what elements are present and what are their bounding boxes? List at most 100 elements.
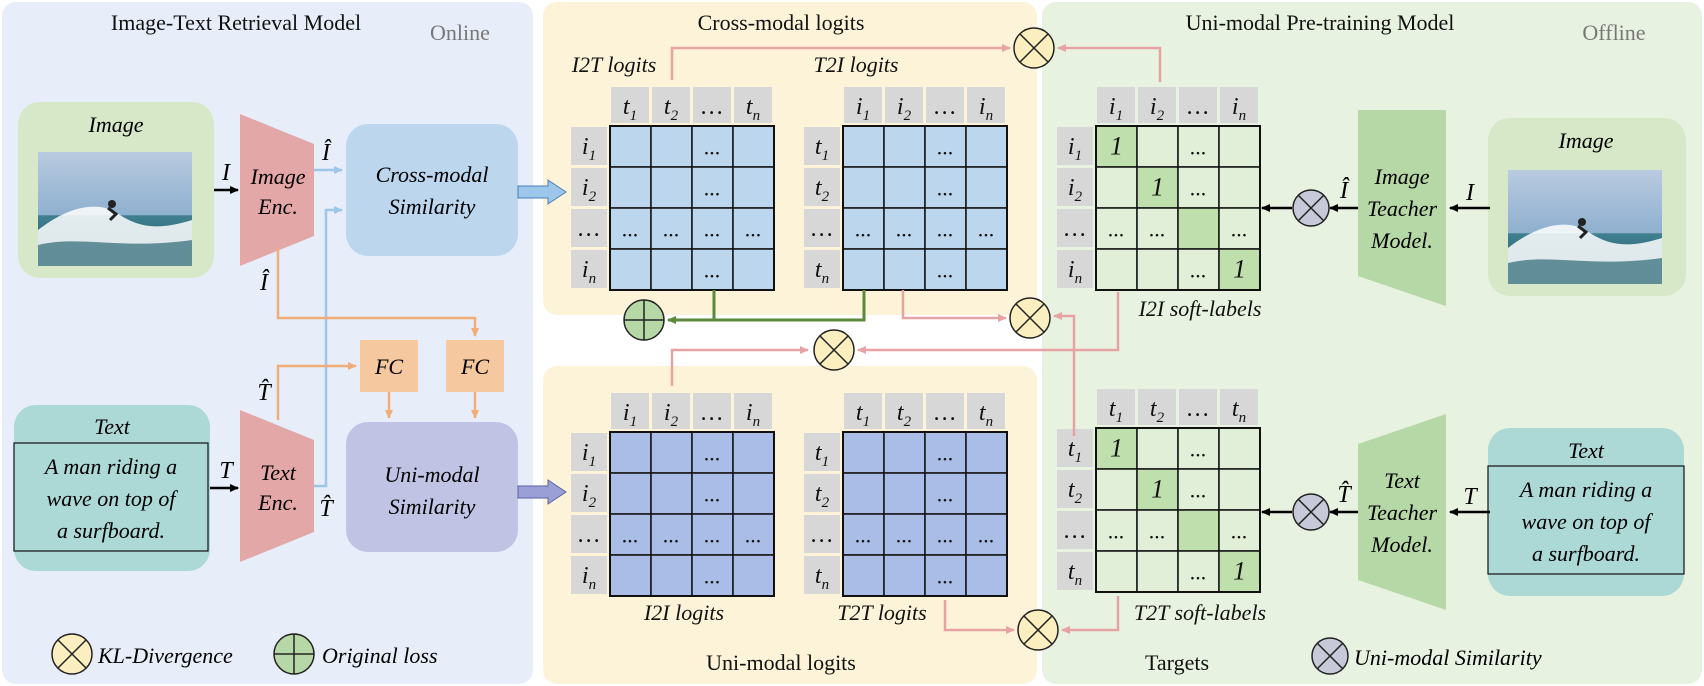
cell-t2t-3-1 bbox=[883, 554, 926, 597]
cell-t2t-2-3 bbox=[965, 513, 1008, 556]
cell-i2i_soft-0-3 bbox=[1218, 125, 1261, 168]
cell-t2i-1-3 bbox=[965, 166, 1008, 209]
cross-modal-line2: Similarity bbox=[389, 194, 476, 219]
cell-text-i2i_soft-2-3: ... bbox=[1231, 217, 1248, 242]
text-teacher-line2: Teacher bbox=[1367, 500, 1438, 525]
caption-t2t: T2T logits bbox=[837, 600, 926, 625]
col-header-t2i-0 bbox=[844, 87, 882, 123]
col-label-i2t-0-sub: 1 bbox=[630, 108, 638, 124]
legend-uni-modal-label: Uni-modal Similarity bbox=[1354, 645, 1542, 670]
cell-text-i2i_soft-3-2: ... bbox=[1190, 258, 1207, 283]
image-encoder-line1: Image bbox=[250, 164, 306, 189]
row-header-t2t-2 bbox=[804, 515, 840, 553]
cell-text-t2t_soft-1-1: 1 bbox=[1151, 475, 1164, 504]
cell-t2t_soft-3-1 bbox=[1136, 550, 1179, 593]
cell-text-i2i_soft-3-3: 1 bbox=[1233, 255, 1246, 284]
cell-i2i_soft-2-1 bbox=[1136, 207, 1179, 250]
col-label-i2i-3-sub: n bbox=[753, 414, 761, 430]
col-header-i2t-2 bbox=[693, 87, 731, 123]
surfer-image bbox=[38, 152, 192, 266]
row-label-t2t_soft-3-sub: n bbox=[1075, 573, 1083, 589]
row-header-i2t-1 bbox=[571, 168, 607, 206]
cross-modal-line1: Cross-modal bbox=[376, 162, 489, 187]
cell-t2i-0-3 bbox=[965, 125, 1008, 168]
cell-i2i-1-3 bbox=[732, 472, 775, 515]
row-header-i2i_soft-2 bbox=[1057, 209, 1093, 247]
cell-t2t_soft-0-2 bbox=[1177, 427, 1220, 470]
fc-box-left: FC bbox=[360, 340, 418, 392]
row-header-t2t-0 bbox=[804, 433, 840, 471]
cell-text-t2t_soft-2-1: ... bbox=[1149, 519, 1166, 544]
text-teacher-line3: Model. bbox=[1370, 532, 1433, 557]
cell-text-t2t-2-2: ... bbox=[937, 523, 954, 548]
col-header-i2i-2 bbox=[693, 393, 731, 429]
image-encoder-line2: Enc. bbox=[257, 194, 298, 219]
row-label-i2i-0-sub: 1 bbox=[589, 454, 597, 470]
col-header-t2t-0 bbox=[844, 393, 882, 429]
row-header-t2i-0 bbox=[804, 127, 840, 165]
right-text-card: Text A man riding a wave on top of a sur… bbox=[1487, 428, 1685, 596]
caption-t2i: T2I logits bbox=[814, 52, 899, 77]
row-header-t2i-2 bbox=[804, 209, 840, 247]
cell-t2t_soft-0-3 bbox=[1218, 427, 1261, 470]
cell-text-i2i-0-2: ... bbox=[704, 441, 721, 466]
row-header-i2i-3 bbox=[571, 556, 607, 594]
cell-i2t-3-3 bbox=[732, 248, 775, 291]
row-label-i2t-2: … bbox=[578, 216, 599, 242]
cell-i2t-2-1 bbox=[650, 207, 693, 250]
row-label-t2t_soft-1-sub: 2 bbox=[1075, 491, 1083, 507]
cell-text-t2t-2-0: ... bbox=[855, 523, 872, 548]
matrix-border-t2i bbox=[842, 125, 1008, 291]
cell-text-t2t-0-2: ... bbox=[937, 441, 954, 466]
row-label-t2t-0-sub: 1 bbox=[822, 454, 830, 470]
cell-t2t_soft-2-2 bbox=[1177, 509, 1220, 552]
col-header-i2i-3 bbox=[734, 393, 772, 429]
row-header-t2i-1 bbox=[804, 168, 840, 206]
col-header-t2t-1 bbox=[885, 393, 923, 429]
col-header-t2t-3 bbox=[967, 393, 1005, 429]
row-header-t2t-3 bbox=[804, 556, 840, 594]
col-label-i2i-0-sub: 1 bbox=[630, 414, 638, 430]
cell-text-i2i_soft-0-0: 1 bbox=[1110, 132, 1123, 161]
cell-text-t2t_soft-3-2: ... bbox=[1190, 560, 1207, 585]
block-arrows bbox=[517, 179, 567, 505]
cell-text-t2i-3-2: ... bbox=[937, 258, 954, 283]
left-symbols: I Î Î T T̂ T̂ bbox=[219, 140, 334, 522]
legend-kl-icon bbox=[51, 633, 93, 675]
cell-i2i-0-3 bbox=[732, 431, 775, 474]
cell-t2t-0-0 bbox=[842, 431, 885, 474]
cell-t2i-2-2 bbox=[924, 207, 967, 250]
cell-text-i2t-2-3: ... bbox=[745, 217, 762, 242]
sym-T-left: T bbox=[219, 458, 234, 484]
col-label-i2i_soft-3-sub: n bbox=[1239, 108, 1247, 124]
cell-text-t2t-2-1: ... bbox=[896, 523, 913, 548]
image-card-title: Image bbox=[88, 112, 144, 137]
cell-i2i-0-1 bbox=[650, 431, 693, 474]
col-label-t2t_soft-1-sub: 2 bbox=[1157, 410, 1165, 426]
cell-i2t-3-0 bbox=[609, 248, 652, 291]
sym-Ihat-left-top: Î bbox=[321, 140, 332, 166]
row-label-i2i_soft-1-sub: 2 bbox=[1075, 189, 1083, 205]
cell-text-t2t-1-2: ... bbox=[937, 482, 954, 507]
cell-i2t-3-2 bbox=[691, 248, 734, 291]
cell-i2i_soft-0-1 bbox=[1136, 125, 1179, 168]
row-label-i2t-3-sub: n bbox=[589, 271, 597, 287]
row-header-i2i-0 bbox=[571, 433, 607, 471]
cell-t2t_soft-1-0 bbox=[1095, 468, 1138, 511]
cell-i2i-3-0 bbox=[609, 554, 652, 597]
cell-i2i-3-2 bbox=[691, 554, 734, 597]
cell-i2i_soft-2-2 bbox=[1177, 207, 1220, 250]
cell-t2t_soft-2-3 bbox=[1218, 509, 1261, 552]
cell-text-t2t-3-2: ... bbox=[937, 564, 954, 589]
col-label-t2t_soft-2: … bbox=[1187, 396, 1208, 422]
col-label-i2i_soft-1-sub: 2 bbox=[1157, 108, 1165, 124]
image-teacher-line2: Teacher bbox=[1367, 196, 1438, 221]
col-label-t2t-0-sub: 1 bbox=[863, 414, 871, 430]
cell-t2t_soft-3-0 bbox=[1095, 550, 1138, 593]
cell-text-t2i-1-2: ... bbox=[937, 176, 954, 201]
text-teacher-model: Text Teacher Model. bbox=[1358, 414, 1446, 610]
cell-text-i2i_soft-1-2: ... bbox=[1190, 176, 1207, 201]
cell-text-i2i-2-1: ... bbox=[663, 523, 680, 548]
row-label-t2t-1-sub: 2 bbox=[822, 495, 830, 511]
